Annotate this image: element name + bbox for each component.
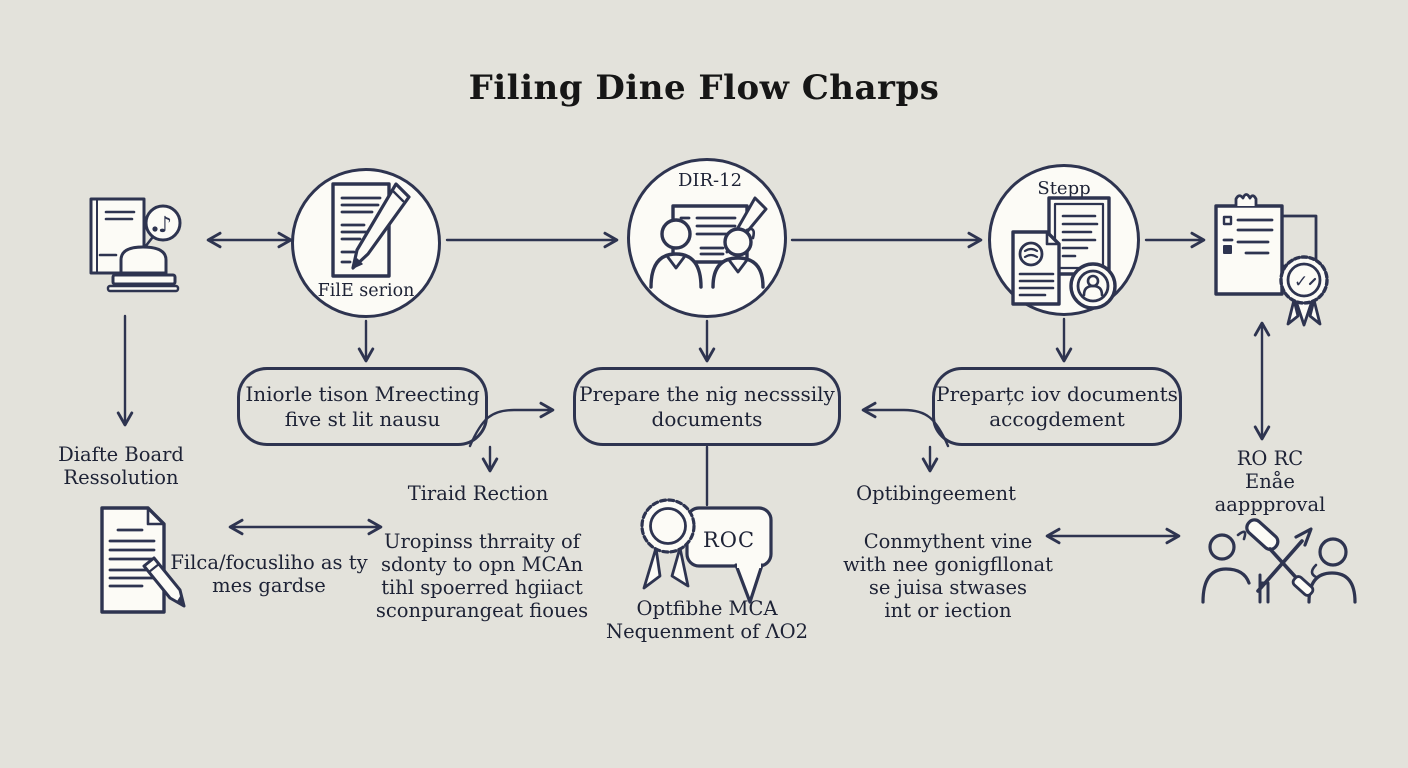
tiraid-rection-label: Tiraid Rection: [407, 482, 549, 505]
documents-badge-icon: [1011, 196, 1117, 310]
draft-board-label: Diafte Board Ressolution: [58, 443, 184, 489]
circle3-label: Stepp: [1037, 178, 1091, 199]
process-box-1-text: Iniorle tison Mreecting five st lit naus…: [245, 382, 480, 431]
roc-bubble-label: ROC: [702, 528, 756, 552]
circle2-label: DIR-12: [677, 170, 743, 191]
ro-rc-approval-label: RO RC Enåe aappproval: [1214, 447, 1326, 516]
circle1-label: FilE serion: [317, 281, 415, 301]
document-edit-icon: [100, 506, 186, 614]
svg-text:♪: ♪: [158, 213, 172, 238]
conmythent-note: Conmythent vine with nee gonigfllonat se…: [843, 530, 1053, 622]
svg-text:✓: ✓: [1294, 272, 1308, 292]
optibingeement-label: Optibingeement: [856, 482, 1016, 505]
people-signing-icon: [649, 196, 768, 289]
book-note-icon: ♪: [89, 197, 182, 293]
diagram-title: Filing Dine Flow Charps: [468, 68, 940, 108]
clipboard-award-icon: ✓: [1214, 193, 1329, 327]
filca-note: Filca/focusliho as ty mes gardse: [170, 551, 368, 597]
roc-ribbon-bubble-icon: [640, 498, 773, 604]
people-gavel-icon: [1201, 518, 1357, 604]
process-box-initial-meeting: Iniorle tison Mreecting five st lit naus…: [237, 367, 488, 446]
uropinss-note: Uropinss thrraity of sdonty to opn MCAn …: [375, 530, 589, 622]
process-box-2-text: Prepare the nig necsssily documents: [579, 382, 835, 431]
process-box-prepare-acknowledgement: Preparțc iov documents accogdement: [932, 367, 1182, 446]
process-box-prepare-documents: Prepare the nig necsssily documents: [573, 367, 841, 446]
process-box-3-text: Preparțc iov documents accogdement: [936, 382, 1178, 431]
optfibhe-mca-label: Optfibhe MCA Nequenment of ΛΟ2: [606, 597, 808, 643]
document-pencil-icon: [331, 182, 411, 278]
